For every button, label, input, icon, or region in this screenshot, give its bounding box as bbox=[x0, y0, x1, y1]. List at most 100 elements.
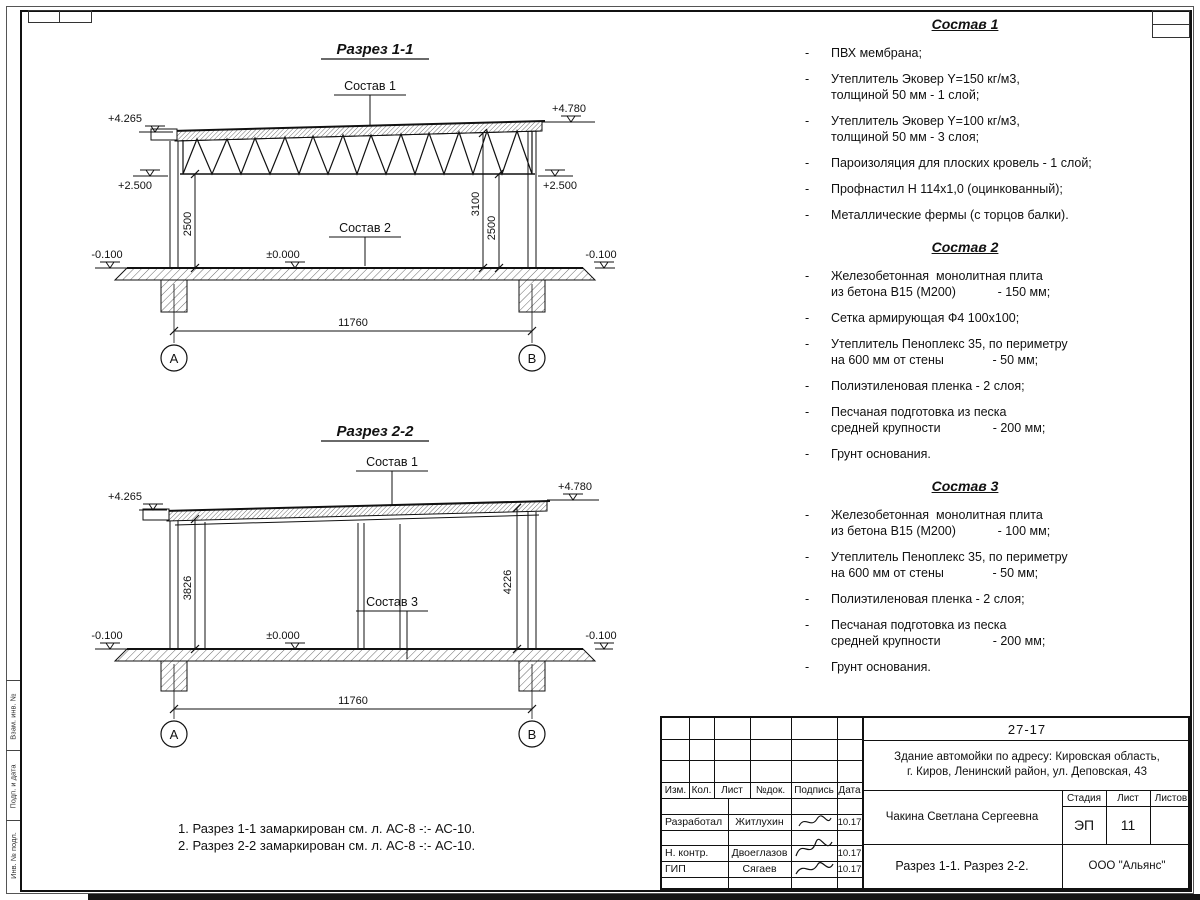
margin-label: Взам. инв. № bbox=[8, 692, 18, 740]
svg-text:-0.100: -0.100 bbox=[585, 249, 616, 261]
roof-bracket bbox=[142, 508, 170, 521]
svg-text:3100: 3100 bbox=[470, 192, 482, 216]
drawing-frame bbox=[20, 10, 1192, 892]
elevation-zero: ±0.000 bbox=[266, 630, 305, 650]
svg-text:Состав 3: Состав 3 bbox=[366, 595, 418, 609]
dimension-right-3100: 3100 bbox=[470, 128, 488, 273]
composition-column: Состав 1 -ПВХ мембрана;-Утеплитель Экове… bbox=[800, 16, 1192, 685]
item-bullet: - bbox=[805, 311, 810, 325]
floor-slab bbox=[113, 267, 597, 281]
object-name-line: г. Киров, Ленинский район, ул. Деповская… bbox=[906, 766, 1148, 778]
stamp-divider bbox=[59, 11, 60, 22]
titleblock-line bbox=[1106, 790, 1107, 844]
titleblock-line bbox=[662, 739, 862, 740]
elevation-mark-icon bbox=[140, 169, 160, 177]
svg-text:-0.100: -0.100 bbox=[585, 630, 616, 642]
sostav-3-callout: Состав 3 bbox=[356, 595, 428, 659]
section-2-title: Разрез 2-2 bbox=[321, 423, 429, 442]
item-bullet: - bbox=[805, 269, 810, 283]
signature-icon bbox=[798, 815, 832, 827]
item-bullet: - bbox=[805, 379, 810, 393]
titleblock-line bbox=[662, 861, 862, 862]
section-2-drawing: Разрез 2-2 Состав 1 bbox=[91, 423, 617, 748]
svg-text:А: А bbox=[170, 727, 179, 742]
wall-left bbox=[169, 141, 179, 268]
composition-list-1: Состав 1 -ПВХ мембрана;-Утеплитель Экове… bbox=[800, 16, 1192, 223]
item-bullet: - bbox=[805, 447, 810, 461]
elevation-mark-icon bbox=[100, 261, 120, 269]
roof-assembly bbox=[150, 120, 546, 142]
wall-right bbox=[527, 131, 537, 268]
margin-cell-podp: Подп. и дата bbox=[6, 750, 20, 821]
dimension-span: 11760 bbox=[169, 664, 537, 719]
composition-title: Состав 3 bbox=[931, 478, 999, 494]
item-bullet: - bbox=[805, 592, 810, 606]
item-text: Полиэтиленовая пленка - 2 слоя; bbox=[831, 379, 1025, 393]
elevation-mark-icon bbox=[561, 115, 581, 123]
composition-title: Состав 2 bbox=[931, 239, 999, 255]
sostav-1-callout: Состав 1 bbox=[356, 455, 428, 506]
elevation-mark-icon bbox=[145, 125, 165, 133]
svg-text:В: В bbox=[528, 351, 537, 366]
item-bullet: - bbox=[805, 156, 810, 170]
tb-header-kol: Кол. bbox=[691, 784, 712, 796]
composition-item: -Профнастил Н 114х1,0 (оцинкованный); bbox=[800, 181, 1192, 197]
axis-marker-a: А bbox=[160, 720, 188, 748]
item-bullet: - bbox=[805, 182, 810, 196]
margin-label: Инв. № подл. bbox=[8, 831, 18, 879]
tb-header-data: Дата bbox=[838, 784, 861, 796]
item-text: Пароизоляция для плоских кровель - 1 сло… bbox=[831, 156, 1092, 170]
item-bullet: - bbox=[805, 405, 810, 419]
item-bullet: - bbox=[805, 208, 810, 222]
composition-item: -ПВХ мембрана; bbox=[800, 45, 1192, 61]
sheets-value bbox=[1150, 806, 1192, 844]
margin-cell-vzam: Взам. инв. № bbox=[6, 680, 20, 751]
titleblock-line bbox=[791, 718, 792, 888]
svg-text:Разрез 2-2: Разрез 2-2 bbox=[336, 423, 414, 440]
composition-item: -Полиэтиленовая пленка - 2 слоя; bbox=[800, 591, 1192, 607]
composition-title: Состав 1 bbox=[931, 16, 999, 32]
item-bullet: - bbox=[805, 72, 810, 86]
titleblock-line bbox=[837, 718, 838, 888]
item-text: Утеплитель Эковер Y=150 кг/м3,толщиной 5… bbox=[831, 72, 1020, 102]
titleblock-line bbox=[728, 798, 729, 888]
dimension-left-2500: 2500 bbox=[182, 169, 200, 273]
elevation-left-low: -0.100 bbox=[91, 249, 127, 269]
tb-date: 10.17 bbox=[837, 863, 862, 875]
item-text: Утеплитель Эковер Y=100 кг/м3,толщиной 5… bbox=[831, 114, 1020, 144]
margin-label: Подп. и дата bbox=[8, 763, 18, 809]
tb-date: 10.17 bbox=[837, 847, 862, 859]
titleblock-line bbox=[862, 844, 1192, 845]
signature-icon bbox=[795, 862, 834, 875]
stamp-divider bbox=[1153, 24, 1189, 25]
item-text: ПВХ мембрана; bbox=[831, 46, 922, 60]
elevation-right-low: -0.100 bbox=[585, 630, 617, 650]
tb-header-list: Лист bbox=[721, 784, 743, 796]
section-1-drawing: Разрез 1-1 Состав 1 bbox=[91, 41, 617, 372]
svg-text:2500: 2500 bbox=[486, 216, 498, 240]
composition-item: - Полиэтиленовая пленка - 2 слоя; bbox=[800, 378, 1192, 394]
svg-text:2500: 2500 bbox=[182, 212, 194, 236]
titleblock-line bbox=[662, 814, 862, 815]
elevation-right-top: +4.780 bbox=[547, 481, 599, 501]
titleblock-line bbox=[662, 877, 862, 878]
titleblock-line bbox=[662, 782, 862, 783]
elevation-mark-icon bbox=[100, 642, 120, 650]
roof-truss bbox=[174, 129, 543, 176]
titleblock-line bbox=[862, 740, 1192, 741]
svg-text:Состав 1: Состав 1 bbox=[366, 455, 418, 469]
sostav-1-callout: Состав 1 bbox=[334, 79, 406, 126]
notes: 1. Разрез 1-1 замаркирован см. л. АС-8 -… bbox=[178, 820, 475, 854]
stage-value: ЭП bbox=[1073, 817, 1095, 833]
svg-text:3826: 3826 bbox=[182, 576, 194, 600]
object-name-line: Здание автомойки по адресу: Кировская об… bbox=[894, 751, 1160, 763]
titleblock-line bbox=[714, 718, 715, 798]
